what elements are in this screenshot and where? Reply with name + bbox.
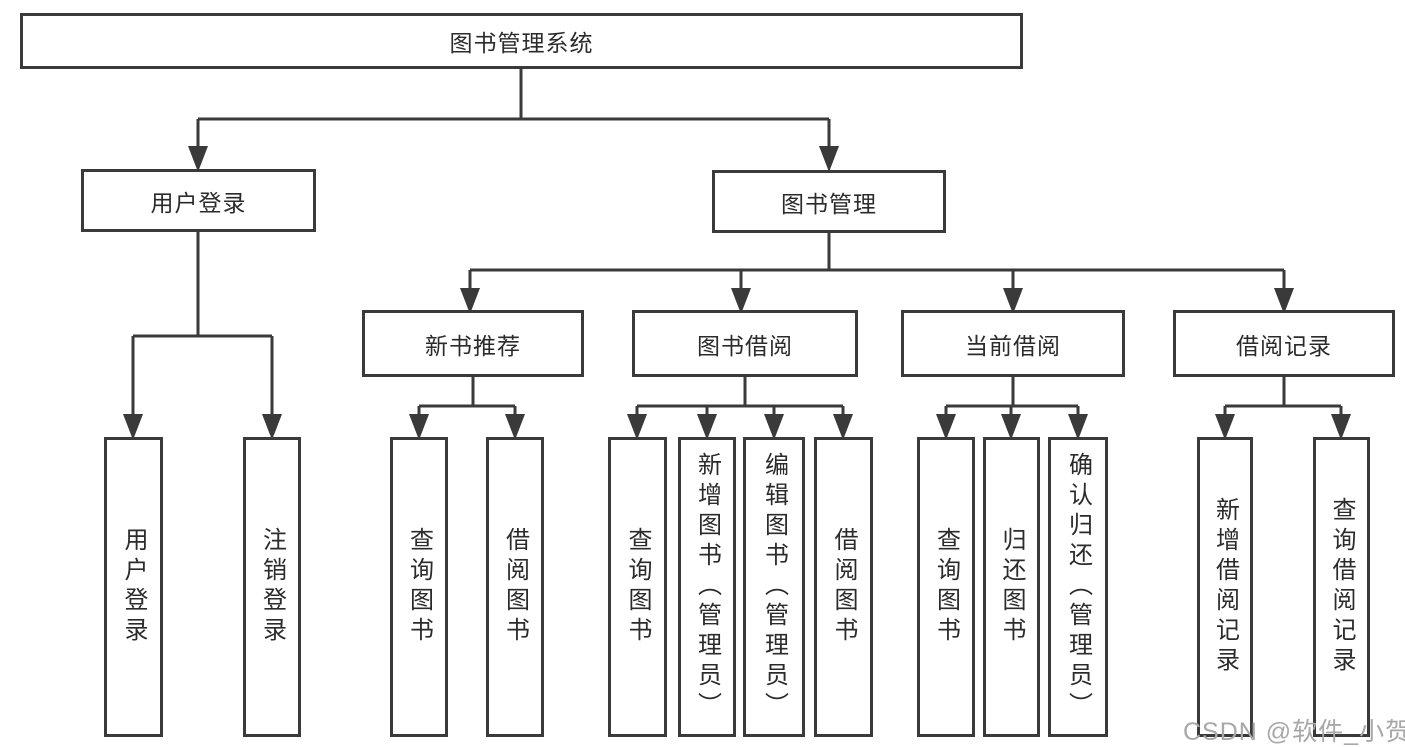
leaf-newbook-borrow-label: 借阅图书 [501, 527, 529, 647]
arrowheads-level3 [460, 288, 1294, 314]
node-new-book-recommend: 新书推荐 [362, 310, 584, 377]
leaf-record-query: 查询借阅记录 [1313, 437, 1370, 737]
leaf-borrow-borrow-label: 借阅图书 [830, 527, 857, 647]
node-root: 图书管理系统 [20, 13, 1023, 69]
leaf-borrow-edit: 编辑图书（管理员） [743, 437, 805, 737]
leaf-current-query-label: 查询图书 [932, 527, 960, 647]
arrowheads-bookborrow-branch [627, 414, 853, 440]
leaf-borrow-query: 查询图书 [608, 437, 667, 737]
leaf-record-query-label: 查询借阅记录 [1328, 497, 1355, 677]
leaf-current-confirm: 确认归还（管理员） [1048, 437, 1108, 737]
leaf-borrow-add-label: 新增图书（管理员） [693, 452, 721, 722]
leaf-borrow-add: 新增图书（管理员） [678, 437, 736, 737]
leaf-record-add-label: 新增借阅记录 [1211, 497, 1239, 677]
connector-borrowrecord-branch [1223, 377, 1343, 414]
leaf-newbook-query-label: 查询图书 [405, 527, 433, 647]
connector-newbook-branch [417, 377, 517, 414]
node-user-login: 用户登录 [81, 169, 316, 232]
arrowheads-level2 [188, 146, 839, 172]
watermark: CSDN @软件_小贺同学 [1183, 718, 1405, 746]
connector-root-to-level2 [196, 69, 831, 148]
node-current-borrow: 当前借阅 [901, 310, 1125, 377]
connector-currentborrow-branch [944, 377, 1080, 414]
connector-userlogin-branch [131, 232, 274, 414]
arrowheads-currentborrow-branch [936, 414, 1088, 440]
leaf-newbook-query: 查询图书 [390, 437, 448, 737]
connector-bookborrow-branch [635, 377, 845, 414]
leaf-borrow-borrow: 借阅图书 [814, 437, 873, 737]
leaf-borrow-edit-label: 编辑图书（管理员） [760, 452, 788, 722]
arrowheads-newbook-branch [409, 414, 525, 440]
arrowheads-borrowrecord-branch [1215, 414, 1351, 440]
node-book-management: 图书管理 [712, 170, 946, 233]
leaf-newbook-borrow: 借阅图书 [486, 437, 544, 737]
node-borrow-record: 借阅记录 [1173, 310, 1395, 377]
leaf-current-return-label: 归还图书 [998, 527, 1025, 647]
connector-bookmgmt-to-level3 [468, 233, 1286, 288]
leaf-logout-label: 注销登录 [258, 527, 286, 647]
leaf-borrow-query-label: 查询图书 [624, 527, 651, 647]
leaf-user-login: 用户登录 [104, 437, 163, 737]
leaf-current-return: 归还图书 [983, 437, 1040, 737]
leaf-logout: 注销登录 [243, 437, 301, 737]
leaf-record-add: 新增借阅记录 [1197, 437, 1253, 737]
arrowheads-userlogin-branch [123, 414, 282, 440]
leaf-current-query: 查询图书 [917, 437, 975, 737]
leaf-current-confirm-label: 确认归还（管理员） [1064, 452, 1092, 722]
leaf-user-login-label: 用户登录 [120, 527, 147, 647]
node-book-borrow: 图书借阅 [632, 310, 858, 377]
